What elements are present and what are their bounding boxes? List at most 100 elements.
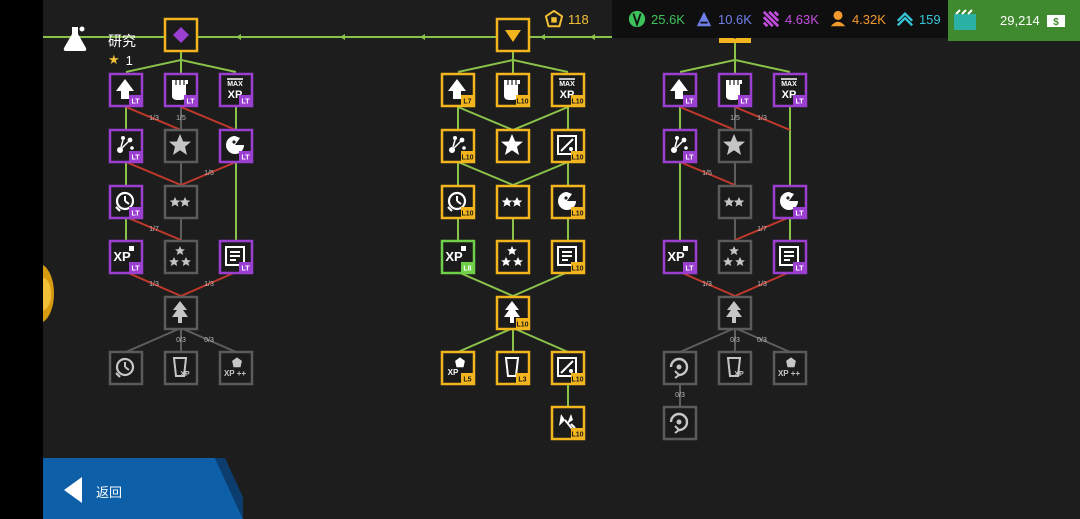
t1-chomp[interactable]: LT [218,128,254,164]
t1-timer[interactable] [108,350,144,386]
t3-star3[interactable] [717,239,753,275]
level-label: L10 [571,266,583,273]
connection-line [125,106,182,131]
t3-spread[interactable]: LT [662,128,698,164]
t3-chomp[interactable]: LT [772,184,808,220]
t2-diag[interactable]: L10 [550,350,586,386]
connection-line [512,327,569,353]
level-label: L7 [463,99,471,106]
t3-xp-plus[interactable]: XP ++ [772,350,808,386]
green-resource: 25.6K [628,10,685,28]
t3-star2[interactable] [717,184,753,220]
t2-cup[interactable]: L3 [495,350,531,386]
t2-star3[interactable] [495,239,531,275]
progress-count: 1/5 [730,115,740,122]
back-button-label[interactable]: 返回 [96,485,123,500]
t2-chomp[interactable]: L10 [550,184,586,220]
level-label: L10 [571,432,583,439]
t2-power[interactable]: L10 [495,72,531,108]
t2-star[interactable] [495,128,531,164]
t3-list[interactable]: LT [772,239,808,275]
xpplus-icon: XP ++ [224,357,246,378]
triangle-icon [505,30,521,42]
t2-attack-up[interactable]: L7 [440,72,476,108]
progress-count: 1/3 [149,115,159,122]
level-badge [683,151,696,162]
t1-spread[interactable]: LT [108,128,144,164]
node-frame [163,350,199,386]
t1-star3[interactable] [163,239,199,275]
xp-plus-label: XP ++ [224,369,246,378]
star-level-value: 1 [125,52,133,68]
t3-swirl2[interactable] [662,405,698,441]
t1-list[interactable]: LT [218,239,254,275]
t3-swirl[interactable] [662,350,698,386]
xp-label: XP [113,249,131,264]
xp-label: XP [445,249,463,264]
t3-tree[interactable] [717,295,753,331]
connection-line [457,271,514,297]
progress-count: 1/5 [176,115,186,122]
t1-xp-plus[interactable]: XP ++ [218,350,254,386]
t3-xp-cup[interactable]: XP [717,350,753,386]
connection-line [679,161,736,186]
level-badge [683,95,696,106]
t3-attack-up[interactable]: LT [662,72,698,108]
t1-xp-cup[interactable]: XP [163,350,199,386]
cash-button[interactable]: 29,214 $ [948,0,1080,41]
progress-count: 1/5 [204,170,214,177]
t1-power[interactable]: LT [163,72,199,108]
t1-attack-up[interactable]: LT [108,72,144,108]
cash-icon: $ [1046,14,1065,28]
progress-count: 1/5 [702,170,712,177]
node-frame [772,350,808,386]
xp-label: XP [782,89,797,101]
t2-tree[interactable]: L10 [495,295,531,331]
t1-tree[interactable] [163,295,199,331]
tree1-root-node[interactable] [163,17,199,53]
level-label: L3 [518,377,526,384]
level-label: L10 [516,99,528,106]
level-badge [516,318,529,329]
back-panel[interactable] [43,458,243,519]
t2-spread[interactable]: L10 [440,128,476,164]
level-badge [461,373,474,384]
connection-line [734,37,791,73]
research-points: 118 [545,0,589,38]
xp-icon: XP [113,246,134,264]
rail-arrow-icon [590,34,595,40]
level-badge [239,151,252,162]
t2-star2[interactable] [495,184,531,220]
t2-needle[interactable]: L10 [550,128,586,164]
back-arrow-icon[interactable] [64,477,84,503]
t1-star[interactable] [163,128,199,164]
research-points-value: 118 [568,11,589,27]
t3-power[interactable]: LT [717,72,753,108]
xpcup-icon: XP [727,357,744,378]
t1-clock[interactable]: LT [108,184,144,220]
node-frame [495,239,531,275]
orange-resource: 4.32K [829,10,886,28]
tree2-root-node[interactable] [495,17,531,53]
node-frame [717,239,753,275]
resource-bar: 25.6K 10.6K 4.63K 4.32K 159 [612,0,980,38]
t1-star2[interactable] [163,184,199,220]
t2-list[interactable]: L10 [550,239,586,275]
t3-star[interactable] [717,128,753,164]
xp-label: XP [734,371,744,378]
node-frame [440,239,476,275]
connection-line [512,161,569,186]
t2-pins[interactable]: L10 [550,405,586,441]
t2-clock[interactable]: L10 [440,184,476,220]
connection-lines [43,34,791,407]
level-badge [461,207,474,218]
